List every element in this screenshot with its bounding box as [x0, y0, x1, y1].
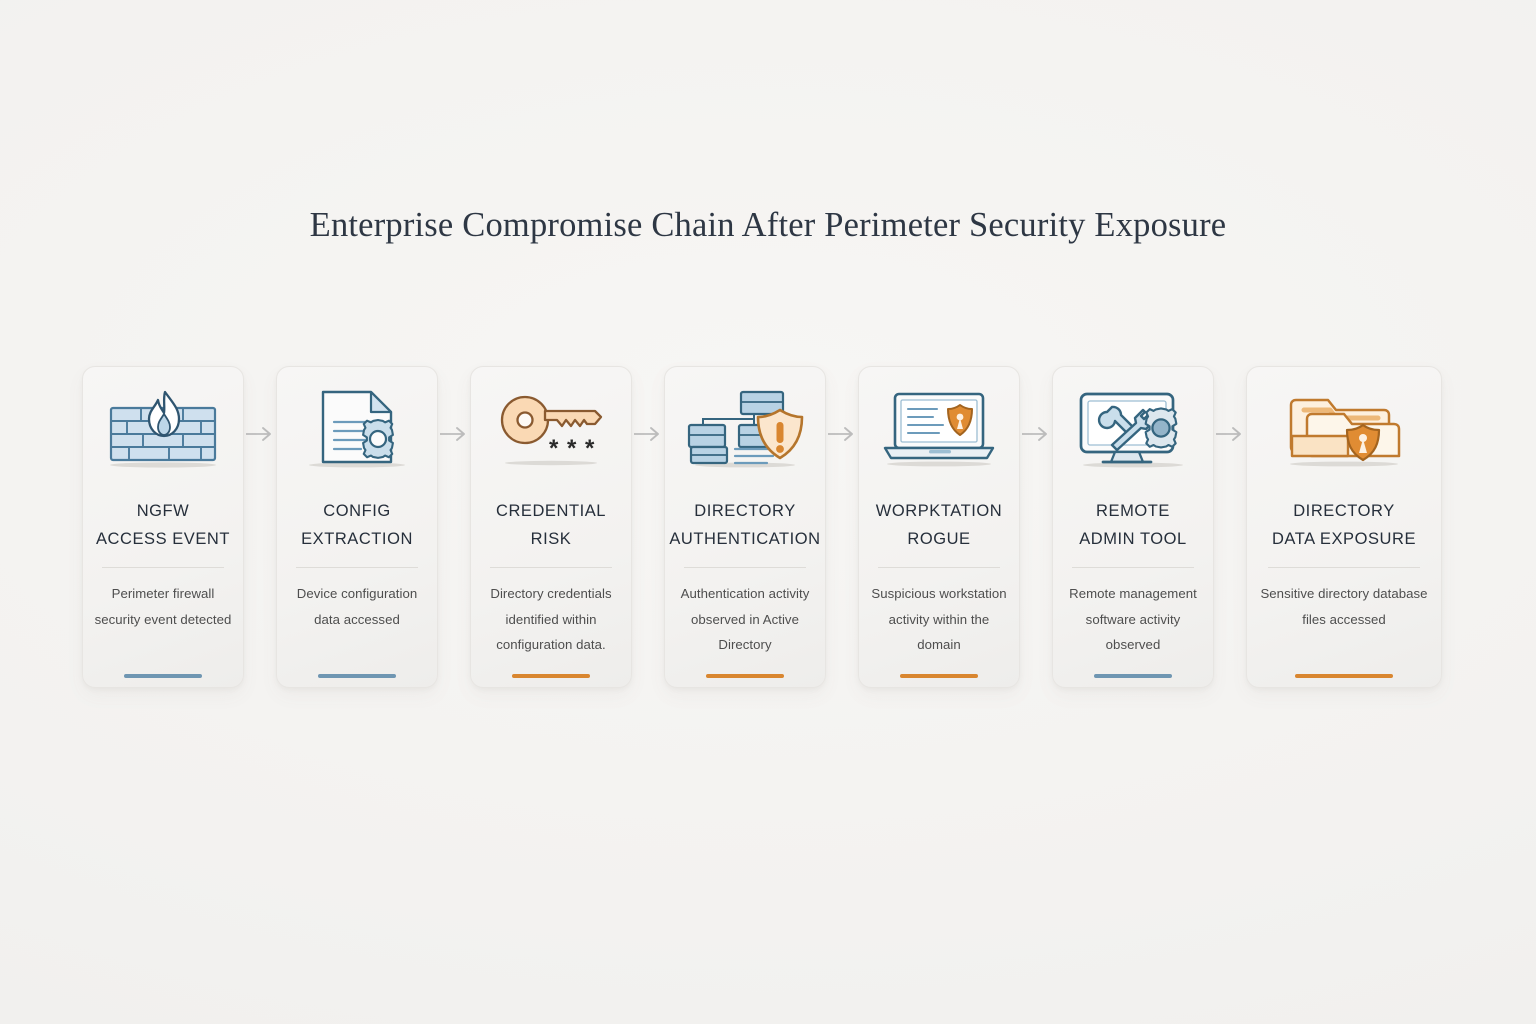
- page-title: Enterprise Compromise Chain After Perime…: [309, 206, 1227, 244]
- document-gear-icon: [291, 385, 423, 473]
- svg-text:*: *: [549, 435, 559, 462]
- stage-card-config-extraction[interactable]: CONFIG EXTRACTION Device configuration d…: [276, 366, 438, 688]
- status-accent-bar: [124, 674, 202, 678]
- stage-title: NGFW ACCESS EVENT: [95, 502, 231, 548]
- card-divider: [1268, 567, 1420, 568]
- svg-text:*: *: [567, 435, 577, 462]
- stage-title: DIRECTORY DATA EXPOSURE: [1271, 502, 1417, 548]
- status-accent-bar: [900, 674, 978, 678]
- stage-description: Remote management software activity obse…: [1069, 586, 1197, 652]
- stage-description: Device configuration data accessed: [296, 586, 418, 627]
- arrow-right-icon: [632, 366, 664, 688]
- status-accent-bar: [706, 674, 784, 678]
- arrow-right-icon: [826, 366, 858, 688]
- status-accent-bar: [1094, 674, 1172, 678]
- arrow-right-icon: [438, 366, 470, 688]
- folders-shield-icon: [1278, 385, 1410, 473]
- stage-description: Perimeter firewall security event detect…: [94, 586, 232, 627]
- stage-description: Sensitive directory database files acces…: [1260, 586, 1428, 627]
- status-accent-bar: [1295, 674, 1393, 678]
- status-accent-bar: [318, 674, 396, 678]
- card-divider: [1071, 567, 1195, 568]
- card-divider: [295, 567, 419, 568]
- key-password-asterisks-icon: * * *: [485, 385, 617, 473]
- stage-description: Directory credentials identified within …: [490, 586, 612, 652]
- stage-card-credential-risk[interactable]: * * * CREDENTIAL RISK Directory credenti…: [470, 366, 632, 688]
- status-accent-bar: [512, 674, 590, 678]
- svg-text:*: *: [585, 435, 595, 462]
- firewall-brickwall-flame-icon: [97, 385, 229, 473]
- stage-card-directory-data-exposure[interactable]: DIRECTORY DATA EXPOSURE Sensitive direct…: [1246, 366, 1442, 688]
- stage-title: REMOTE ADMIN TOOL: [1079, 502, 1187, 548]
- arrow-right-icon: [1020, 366, 1052, 688]
- arrow-right-icon: [244, 366, 276, 688]
- stage-description: Authentication activity observed in Acti…: [680, 586, 810, 652]
- card-divider: [101, 567, 225, 568]
- stage-card-remote-admin-tool[interactable]: REMOTE ADMIN TOOL Remote management soft…: [1052, 366, 1214, 688]
- stage-card-ngfw-access-event[interactable]: NGFW ACCESS EVENT Perimeter firewall sec…: [82, 366, 244, 688]
- monitor-tools-gear-icon: [1067, 385, 1199, 473]
- card-divider: [877, 567, 1001, 568]
- process-chain: NGFW ACCESS EVENT Perimeter firewall sec…: [82, 366, 1454, 696]
- stage-title: CONFIG EXTRACTION: [301, 502, 413, 548]
- stage-card-workstation-rogue[interactable]: WORPKTATION ROGUE Suspicious workstation…: [858, 366, 1020, 688]
- stage-description: Suspicious workstation activity within t…: [871, 586, 1007, 652]
- stage-title: DIRECTORY AUTHENTICATION: [669, 502, 821, 548]
- card-divider: [683, 567, 807, 568]
- arrow-right-icon: [1214, 366, 1246, 688]
- stage-title: WORPKTATION ROGUE: [875, 502, 1003, 548]
- stage-card-directory-authentication[interactable]: DIRECTORY AUTHENTICATION Authentication …: [664, 366, 826, 688]
- card-divider: [489, 567, 613, 568]
- laptop-shield-lock-icon: [873, 385, 1005, 473]
- stage-title: CREDENTIAL RISK: [495, 502, 607, 548]
- org-chart-warning-shield-icon: [679, 385, 811, 473]
